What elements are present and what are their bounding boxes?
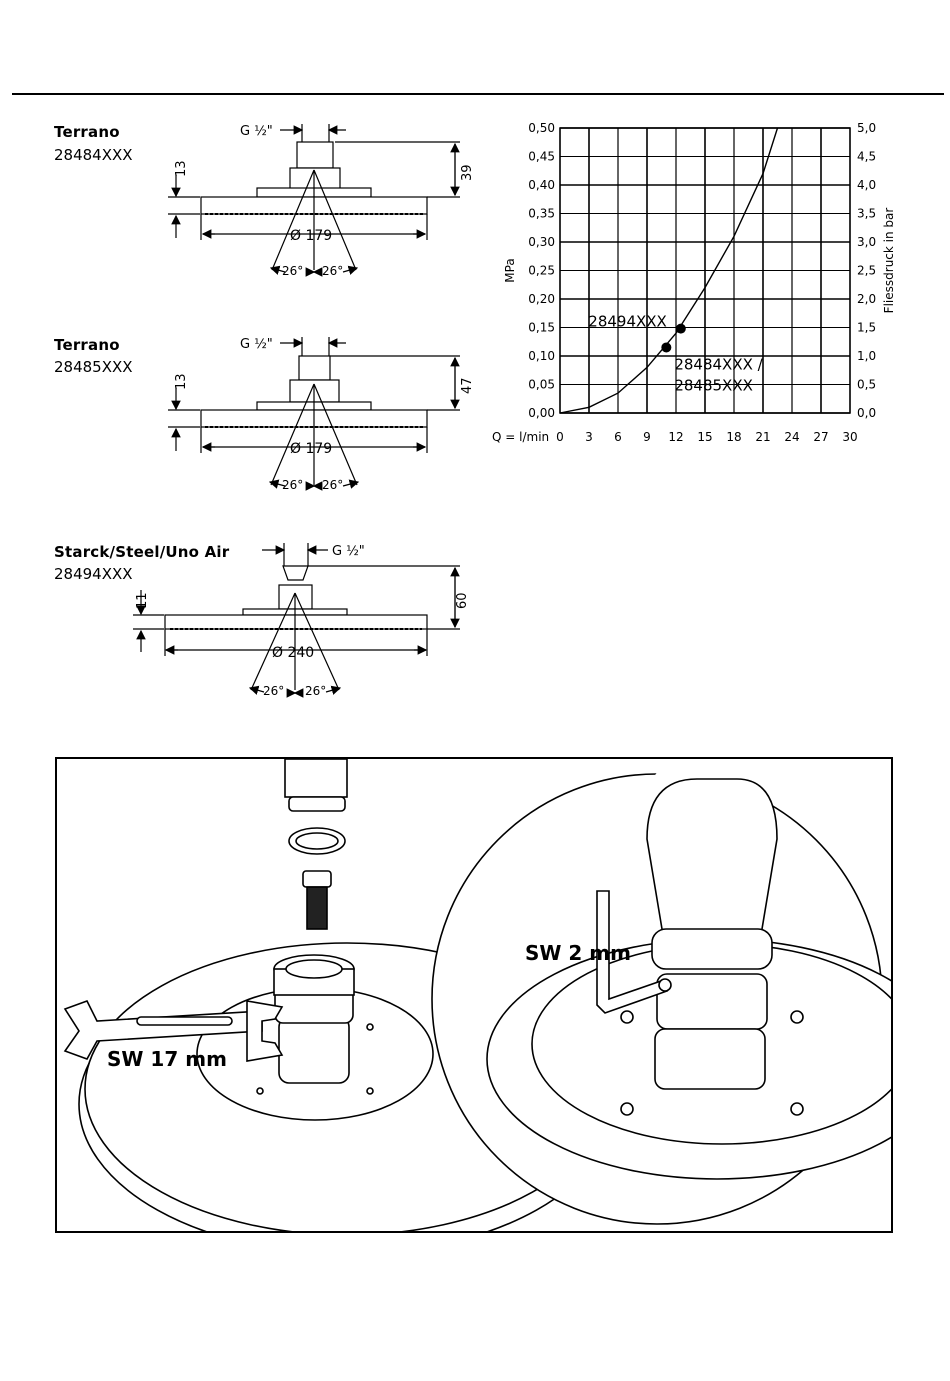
chart-y-tick-left: 0,20: [528, 292, 555, 306]
chart-x-tick: 6: [614, 430, 622, 444]
hex-key-size-label: SW 2 mm: [525, 941, 631, 965]
chart-y-tick-left: 0,00: [528, 406, 555, 420]
chart-y-tick-left: 0,25: [528, 264, 555, 278]
chart-y-label-left: MPa: [503, 258, 517, 282]
diameter-3: Ø 240: [272, 645, 314, 661]
chart-point-28494: [675, 323, 686, 334]
connector-body: [278, 1016, 350, 1084]
chart-x-tick: 24: [784, 430, 799, 444]
chart-point-label-28484: 28484XXX /: [674, 355, 763, 373]
chart-x-tick: 12: [668, 430, 683, 444]
chart-y-tick-left: 0,05: [528, 378, 555, 392]
product-code-3: 28494XXX: [54, 565, 133, 583]
angle-right-3: 26°: [305, 684, 326, 698]
height-dim-2: 47: [460, 377, 475, 394]
chart-y-tick-left: 0,45: [528, 150, 555, 164]
diameter-2: Ø 179: [290, 441, 332, 457]
product-title-2: Terrano: [54, 336, 120, 354]
angle-left-3: 26°: [263, 684, 284, 698]
angle-left-1: 26°: [282, 264, 303, 278]
chart-x-tick: 18: [726, 430, 741, 444]
thread-label-1: G ½": [240, 124, 273, 139]
wrench-icon: [63, 1000, 263, 1060]
wrench-size-label: SW 17 mm: [107, 1047, 227, 1071]
product-title-3: Starck/Steel/Uno Air: [54, 543, 230, 561]
nipple: [302, 870, 332, 888]
offset-dim-2: 13: [174, 373, 189, 390]
product-code-1: 28484XXX: [54, 146, 133, 164]
chart-y-tick-right: 2,5: [857, 264, 876, 278]
chart-y-tick-left: 0,50: [528, 121, 555, 135]
chart-y-tick-right: 2,0: [857, 292, 876, 306]
chart-y-tick-left: 0,15: [528, 321, 555, 335]
chart-y-tick-right: 3,5: [857, 207, 876, 221]
drawing-28484: [168, 124, 460, 277]
chart-x-tick: 3: [585, 430, 593, 444]
chart-y-tick-left: 0,30: [528, 235, 555, 249]
drawing-28494: [133, 543, 460, 698]
chart-y-tick-right: 0,5: [857, 378, 876, 392]
chart-y-tick-left: 0,10: [528, 349, 555, 363]
height-dim-3: 60: [455, 592, 470, 609]
chart-point-label-28484: 28485XXX: [674, 376, 753, 394]
height-dim-1: 39: [460, 164, 475, 181]
flow-chart: 0 3 6 9 12 15 18 21 24 27 30 0,00 0,0 0,05 0,5 0,10 1,0 0…: [492, 121, 896, 444]
chart-y-tick-right: 1,0: [857, 349, 876, 363]
chart-y-tick-right: 0,0: [857, 406, 876, 420]
chart-point-28484: [661, 342, 672, 353]
chart-y-tick-left: 0,35: [528, 207, 555, 221]
offset-dim-3: 11: [135, 592, 150, 609]
chart-x-tick: 27: [813, 430, 828, 444]
angle-right-2: 26°: [322, 478, 343, 492]
chart-y-tick-right: 5,0: [857, 121, 876, 135]
thread-label-3: G ½": [332, 544, 365, 559]
chart-x-tick: 30: [842, 430, 857, 444]
thread-label-2: G ½": [240, 337, 273, 352]
chart-y-tick-right: 1,5: [857, 321, 876, 335]
chart-y-tick-right: 4,5: [857, 150, 876, 164]
product-code-2: 28485XXX: [54, 358, 133, 376]
angle-left-2: 26°: [282, 478, 303, 492]
installation-drawing: SW 17 mm SW 2 mm: [63, 758, 948, 1255]
chart-y-tick-right: 4,0: [857, 178, 876, 192]
product-title-1: Terrano: [54, 123, 120, 141]
detail-pipe: [646, 778, 778, 960]
chart-x-label: Q = l/min: [492, 430, 549, 444]
chart-point-label-28494: 28494XXX: [588, 313, 667, 331]
angle-right-1: 26°: [322, 264, 343, 278]
diameter-1: Ø 179: [290, 228, 332, 244]
ceiling-pipe: [284, 758, 348, 798]
drawing-28485: [168, 337, 460, 491]
chart-x-tick: 21: [755, 430, 770, 444]
chart-y-label-right: Fliessdruck in bar: [882, 208, 896, 314]
chart-curve: [559, 127, 779, 414]
chart-x-tick: 0: [556, 430, 564, 444]
offset-dim-1: 13: [174, 160, 189, 177]
chart-x-tick: 9: [643, 430, 651, 444]
top-rule: [12, 93, 944, 95]
chart-y-tick-left: 0,40: [528, 178, 555, 192]
chart-y-tick-right: 3,0: [857, 235, 876, 249]
chart-x-tick: 15: [697, 430, 712, 444]
installation-figure: SW 17 mm SW 2 mm: [55, 757, 948, 1255]
